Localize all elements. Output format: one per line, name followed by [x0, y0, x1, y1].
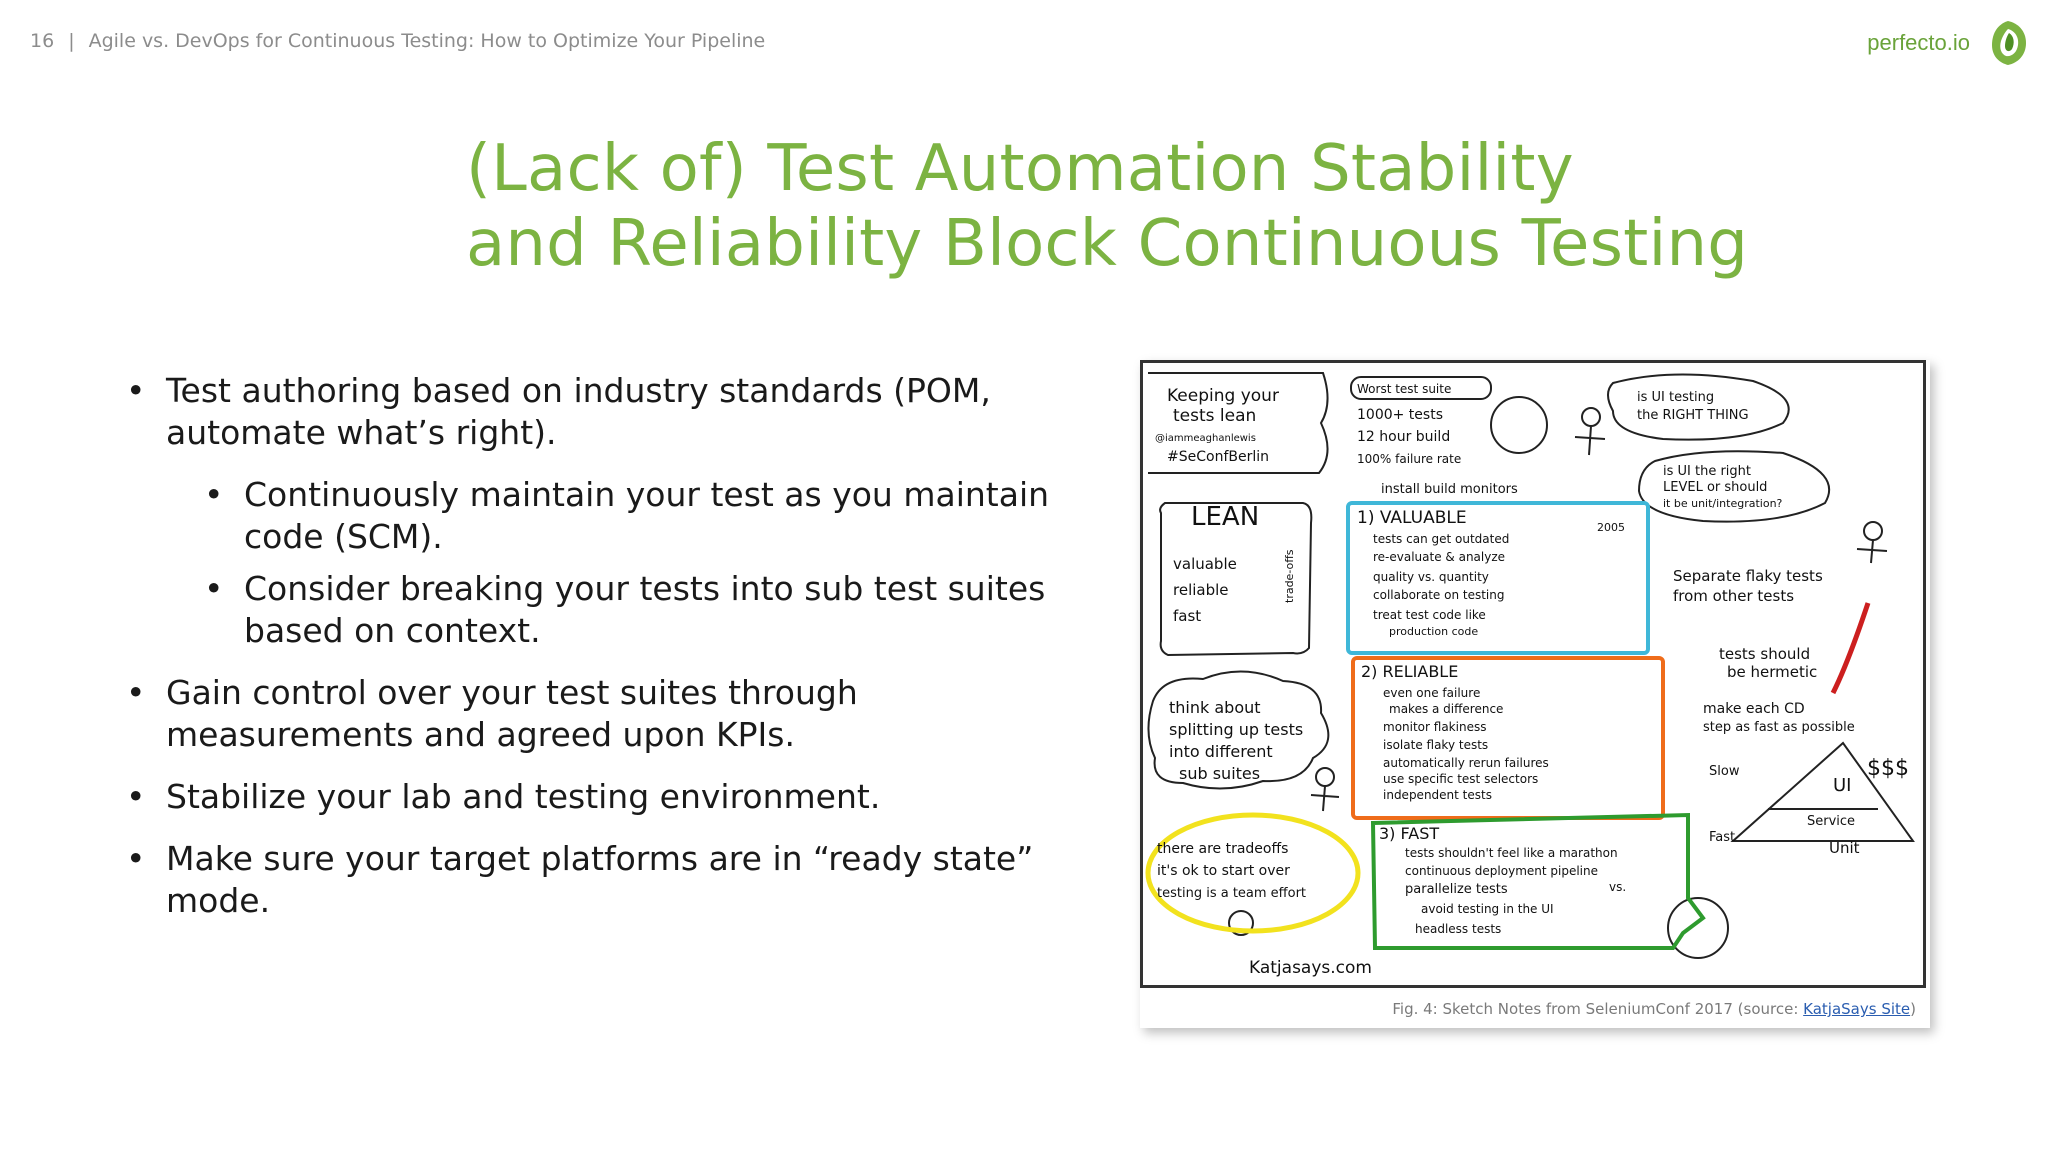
sketch-text: splitting up tests — [1169, 720, 1303, 739]
sketch-text: it be unit/integration? — [1663, 497, 1783, 510]
sketch-text: install build monitors — [1381, 482, 1518, 497]
sketch-text: 1) VALUABLE — [1357, 508, 1467, 528]
sketch-text: valuable — [1173, 555, 1237, 573]
bullet-list: Test authoring based on industry standar… — [126, 370, 1106, 942]
sketch-text: sub suites — [1179, 764, 1260, 783]
slide-header: 16 | Agile vs. DevOps for Continuous Testi… — [30, 30, 765, 52]
sub-bullet-item: Continuously maintain your test as you m… — [126, 474, 1106, 558]
sketch-text: think about — [1169, 698, 1261, 717]
sketch-text: it's ok to start over — [1157, 863, 1290, 879]
sketch-text: parallelize tests — [1405, 882, 1508, 897]
title-line-2: and Reliability Block Continuous Testing — [466, 207, 1749, 281]
sketch-text: headless tests — [1415, 922, 1501, 936]
bullet-item: Make sure your target platforms are in “… — [126, 838, 1106, 922]
sketch-text: Katjasays.com — [1249, 958, 1372, 978]
sketch-text: 3) FAST — [1379, 824, 1439, 843]
title-line-1: (Lack of) Test Automation Stability — [466, 132, 1574, 206]
sketch-text: vs. — [1609, 880, 1626, 894]
sketch-text: 1000+ tests — [1357, 407, 1443, 423]
perfecto-logo-icon — [1992, 21, 2026, 65]
sketch-text: makes a difference — [1389, 702, 1503, 716]
sketchnote-drawing: Keeping your tests lean @iammeaghanlewis… — [1145, 372, 1915, 978]
sketch-text: 2005 — [1597, 521, 1625, 534]
sketch-text: isolate flaky tests — [1383, 738, 1488, 752]
sub-bullet-text: Continuously maintain your test as you m… — [244, 475, 1050, 556]
sketch-text: Separate flaky tests — [1673, 567, 1823, 585]
brand: perfecto.io — [1867, 18, 2028, 68]
red-stroke — [1830, 602, 1871, 695]
caption-suffix: ) — [1910, 1000, 1916, 1018]
bullet-item: Stabilize your lab and testing environme… — [126, 776, 1106, 818]
caption-source-link[interactable]: KatjaSays Site — [1803, 1000, 1911, 1018]
sketch-text: make each CD — [1703, 701, 1805, 717]
sketch-text: independent tests — [1383, 788, 1492, 802]
header-separator: | — [68, 30, 75, 52]
caption-prefix: Fig. 4: Sketch Notes from SeleniumConf 2… — [1392, 1000, 1804, 1018]
sketch-text: Worst test suite — [1357, 382, 1451, 396]
sketch-text: is UI testing — [1637, 390, 1714, 405]
sketch-text: treat test code like — [1373, 608, 1486, 622]
sketch-text: 12 hour build — [1357, 429, 1450, 445]
sketch-text: even one failure — [1383, 686, 1480, 700]
sketchnote-figure: Keeping your tests lean @iammeaghanlewis… — [1140, 360, 1930, 1028]
figure-caption: Fig. 4: Sketch Notes from SeleniumConf 2… — [1392, 1000, 1916, 1018]
bullet-text: Stabilize your lab and testing environme… — [166, 777, 881, 816]
sketch-text: testing is a team effort — [1157, 886, 1306, 901]
sketch-text: UI — [1833, 775, 1851, 796]
sketch-text: 2) RELIABLE — [1361, 662, 1458, 681]
sketch-text: into different — [1169, 742, 1273, 761]
fast-box — [1370, 812, 1706, 950]
sketch-text: 100% failure rate — [1357, 452, 1461, 466]
sketch-text: re-evaluate & analyze — [1373, 550, 1505, 564]
sketchnote-frame: Keeping your tests lean @iammeaghanlewis… — [1140, 360, 1926, 988]
sketch-text: avoid testing in the UI — [1421, 902, 1554, 916]
sketch-text: Unit — [1829, 839, 1860, 857]
sketch-text: LEAN — [1191, 502, 1259, 532]
sketch-text: collaborate on testing — [1373, 588, 1504, 602]
sketch-text: LEVEL or should — [1663, 480, 1767, 495]
slide-title: (Lack of) Test Automation Stability and … — [466, 132, 1748, 282]
sketch-text: tests lean — [1173, 406, 1256, 426]
sketch-text: @iammeaghanlewis — [1155, 433, 1256, 444]
sub-bullet-text: Consider breaking your tests into sub te… — [244, 569, 1046, 650]
sketch-text: monitor flakiness — [1383, 720, 1486, 734]
sketch-text: Slow — [1709, 764, 1740, 779]
sketch-text: the RIGHT THING — [1637, 408, 1749, 423]
bullet-item: Gain control over your test suites throu… — [126, 672, 1106, 756]
sketch-text: step as fast as possible — [1703, 720, 1855, 735]
sketch-text: tests should — [1719, 645, 1810, 663]
brand-name: perfecto.io — [1867, 30, 1970, 55]
document-title: Agile vs. DevOps for Continuous Testing:… — [88, 30, 766, 52]
sub-bullet-item: Consider breaking your tests into sub te… — [126, 568, 1106, 652]
bullet-item: Test authoring based on industry standar… — [126, 370, 1106, 454]
sketch-text: #SeConfBerlin — [1167, 449, 1269, 465]
sketch-text: there are tradeoffs — [1157, 841, 1288, 857]
valuable-box — [1346, 501, 1650, 655]
sketch-text: continuous deployment pipeline — [1405, 864, 1598, 878]
sketch-text: tests can get outdated — [1373, 532, 1509, 546]
sketch-text: use specific test selectors — [1383, 772, 1538, 786]
sketch-text: fast — [1173, 607, 1201, 625]
sketch-text: $$$ — [1867, 756, 1909, 781]
sketch-text: be hermetic — [1727, 663, 1817, 681]
sketch-text: Fast — [1709, 830, 1735, 845]
page-number: 16 — [30, 30, 55, 52]
sketch-text: is UI the right — [1663, 464, 1751, 479]
bullet-text: Make sure your target platforms are in “… — [166, 839, 1034, 920]
sketch-text: reliable — [1173, 581, 1229, 599]
sketch-text: Keeping your — [1167, 386, 1279, 406]
sketch-text: trade-offs — [1283, 549, 1296, 603]
sketch-text: production code — [1389, 625, 1478, 638]
sketch-text: from other tests — [1673, 587, 1794, 605]
sketch-text: Service — [1807, 814, 1855, 829]
tradeoffs-bubble — [1145, 812, 1361, 934]
sketch-text: automatically rerun failures — [1383, 756, 1549, 770]
sketch-text: tests shouldn't feel like a marathon — [1405, 846, 1618, 860]
sketch-text: quality vs. quantity — [1373, 570, 1489, 584]
bullet-text: Test authoring based on industry standar… — [166, 371, 991, 452]
bullet-text: Gain control over your test suites throu… — [166, 673, 858, 754]
